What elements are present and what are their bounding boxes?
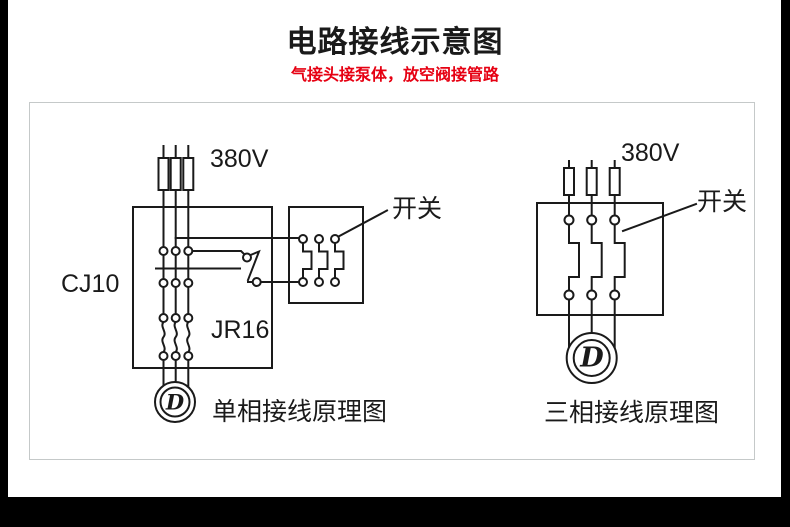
thermal-relay-elements <box>161 320 191 354</box>
switch-label-three: 开关 <box>697 188 748 216</box>
switch-box <box>288 206 364 304</box>
right-black-border <box>781 0 790 527</box>
motor-icon <box>154 381 196 423</box>
contactor-box <box>132 206 273 369</box>
relay-feed-lines <box>162 286 190 315</box>
bottom-black-border <box>0 497 790 527</box>
lever-pivot-terminal <box>242 252 252 263</box>
left-black-border <box>0 0 8 527</box>
caption-single-phase: 单相接线原理图 <box>212 398 388 426</box>
motor-icon <box>565 332 618 384</box>
caption-three-phase: 三相接线原理图 <box>544 399 720 427</box>
contact-stubs-lower <box>162 267 190 280</box>
diagram-panel <box>29 102 755 460</box>
voltage-label-three: 380V <box>621 139 680 167</box>
voltage-label-single: 380V <box>210 145 269 173</box>
lever-blade <box>246 249 261 282</box>
fuse-icon <box>157 157 195 191</box>
single-phase-diagram <box>132 145 389 423</box>
three-phase-diagram <box>536 160 698 384</box>
wire-to-lever <box>191 250 246 256</box>
contactor-label: CJ10 <box>61 270 120 298</box>
switch-pointer-line <box>621 202 698 233</box>
contact-stubs-upper <box>162 254 190 270</box>
motor-feed-lines <box>162 359 190 388</box>
motor-letter-single: D <box>165 389 185 415</box>
switch-label-single: 开关 <box>392 195 443 223</box>
switch-terminals <box>298 234 340 287</box>
switch-pointer-line <box>337 209 389 238</box>
switch-contact-jogs <box>302 242 345 279</box>
thermal-relay-label: JR16 <box>211 316 270 344</box>
motor-feed-lines <box>568 298 616 350</box>
fuse-icon <box>563 167 621 196</box>
switch-box <box>536 202 664 316</box>
page-title: 电路接线示意图 <box>286 26 504 59</box>
lever-bottom-terminal <box>251 277 262 287</box>
page-subtitle: 气接头接泵体，放空阀接管路 <box>290 67 499 84</box>
switch-contact-jogs <box>568 223 626 292</box>
contactor-contact-terminals <box>158 246 262 288</box>
switch-terminals <box>563 214 621 301</box>
motor-letter-three: D <box>580 342 604 374</box>
